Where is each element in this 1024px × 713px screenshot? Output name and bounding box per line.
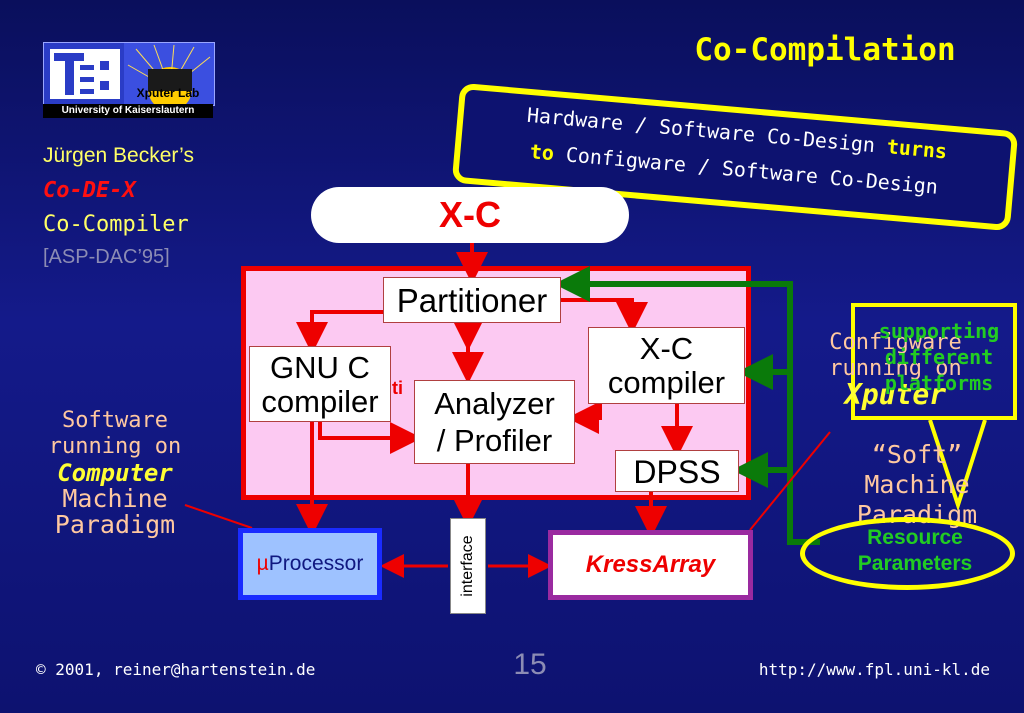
callout-line-configware [749,431,831,531]
dpss-box: DPSS [615,450,739,492]
microprocessor-box: µProcessor [238,528,382,600]
credit-compiler: Co-Compiler [43,212,189,237]
analyzer-line2: / Profiler [436,423,553,458]
supporting-callout-box [851,303,1017,420]
credit-system: Co-DE-X [43,178,136,203]
sw-line4: Machine [62,484,168,513]
mu-symbol: µ [256,552,269,575]
supporting-line2: different [884,345,994,369]
hidden-label-part1: ti [392,378,403,398]
interface-label: interface [459,535,476,597]
cw-xputer: Xputer [844,378,947,411]
page-number: 15 [513,648,547,681]
logo-caption: University of Kaiserslautern [43,104,213,118]
logo-lab-name: Xputer Lab [136,86,200,100]
logo-graphic [43,42,215,111]
supporting-line3: platforms [884,371,994,395]
supporting-platforms-text: supporting different platforms [864,318,1014,396]
sw-line5: Paradigm [54,510,176,539]
banner-line2-bold: to [528,139,556,166]
logo-emblem-icon [44,43,214,111]
footer-copyright: © 2001, reiner@hartenstein.de [36,660,315,679]
credit-reference: [ASP-DAC’95] [43,246,170,268]
configware-annotation: Configware running on Xputer [808,330,983,411]
sw-computer: Computer [57,459,173,487]
resource-parameters-oval [800,517,1015,590]
copyright-symbol: © [36,660,46,679]
sw-line2: running on [48,434,182,459]
cw-line1: Configware [829,330,962,355]
footer-url: http://www.fpl.uni-kl.de [758,660,990,679]
slide-title: Co-Compilation [694,32,956,68]
processor-label: Processor [268,552,364,575]
kressarray-box: KressArray [548,530,753,600]
gnu-line1: GNU C [270,350,370,385]
software-annotation: Software running on Computer Machine Par… [30,408,200,538]
gnu-line2: compiler [261,384,379,419]
xc-compiler-line1: X-C [639,331,694,366]
soft-line1: “Soft” [871,440,963,469]
analyzer-line1: Analyzer [434,386,555,421]
partitioner-box: Partitioner [383,277,561,323]
soft-line2: Machine [864,470,970,499]
xputer-lab-logo: Xputer Lab University of Kaiserslautern [43,42,215,120]
analyzer-profiler-box: Analyzer/ Profiler [414,380,575,464]
cw-line2: running on [829,356,962,381]
xc-compiler-line2: compiler [607,365,726,400]
interface-box: interface [450,518,486,614]
source-language-oval: X-C [311,187,629,243]
banner-line1-bold: turns [885,134,949,164]
supporting-line1: supporting [878,319,1000,343]
copyright-text: 2001, reiner@hartenstein.de [55,660,316,679]
credit-author: Jürgen Becker’s [43,144,194,167]
sw-line1: Software [62,408,168,433]
soft-machine-annotation: “Soft” Machine Paradigm [832,440,1002,530]
